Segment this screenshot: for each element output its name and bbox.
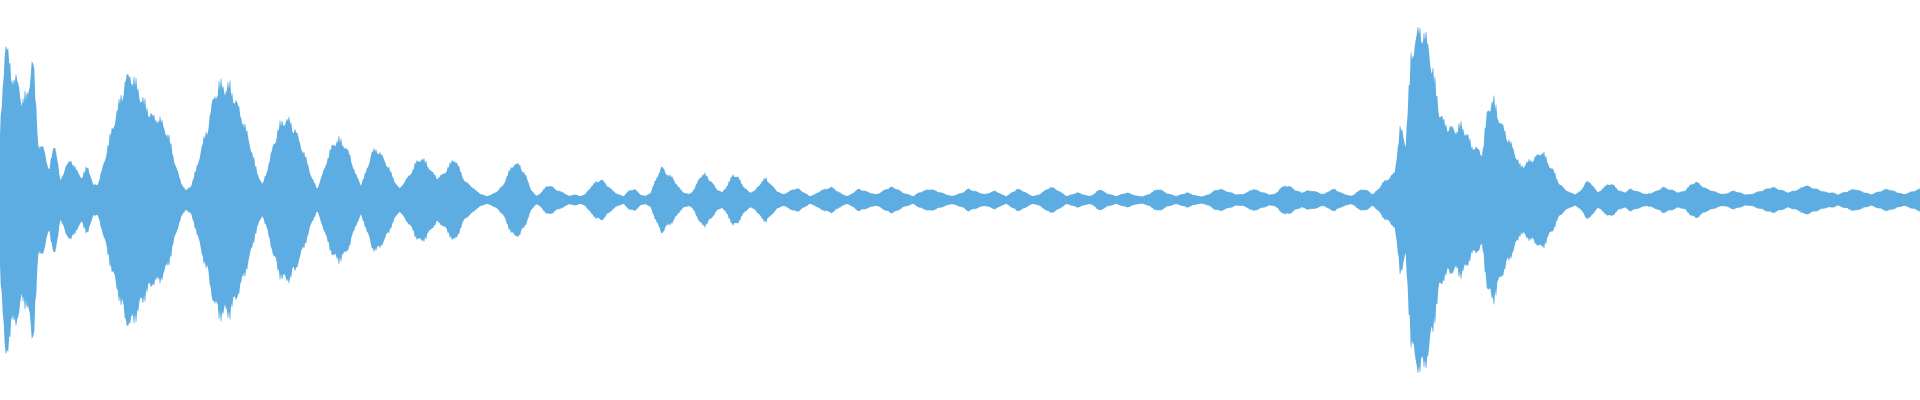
waveform-envelope	[0, 26, 1920, 374]
